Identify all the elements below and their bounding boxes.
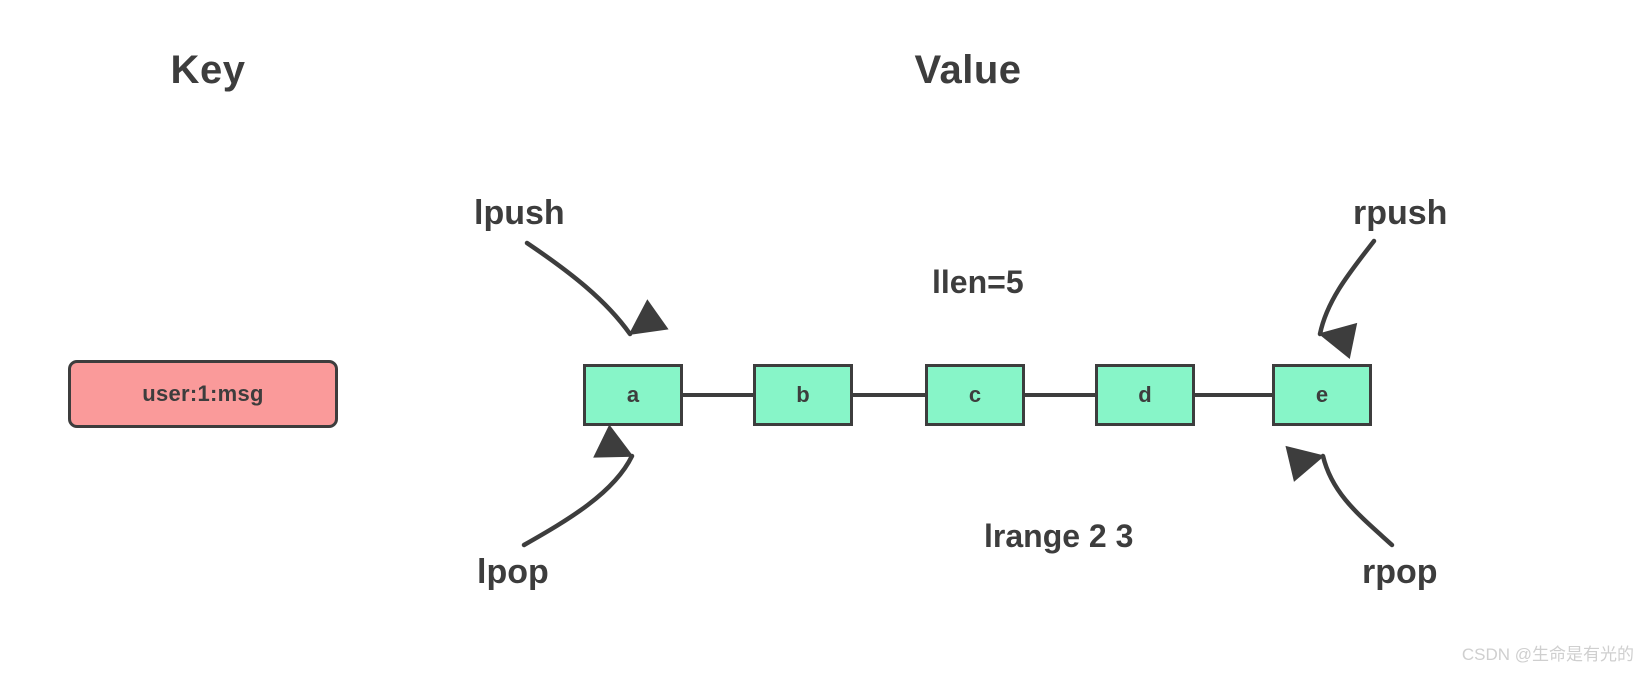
list-node-label: e <box>1315 382 1329 407</box>
list-node: a <box>583 364 683 426</box>
op-label-lpush: lpush <box>474 194 565 232</box>
op-label-rpop: rpop <box>1362 553 1438 591</box>
list-node: d <box>1095 364 1195 426</box>
list-link <box>1025 393 1095 397</box>
list-node-label: b <box>796 382 810 407</box>
list-node: c <box>925 364 1025 426</box>
list-link <box>1195 393 1272 397</box>
column-header-key: Key <box>170 48 246 92</box>
rpush-arrow <box>1317 238 1377 359</box>
list-node: e <box>1272 364 1372 426</box>
rpop-arrow <box>1285 445 1395 548</box>
op-label-lpop: lpop <box>477 553 549 591</box>
list-link <box>853 393 925 397</box>
list-node-label: d <box>1138 382 1152 407</box>
op-label-rpush: rpush <box>1353 194 1448 232</box>
lpush-arrow <box>524 240 669 337</box>
key-box-label: user:1:msg <box>142 381 264 406</box>
watermark: CSDN @生命是有光的 <box>1461 645 1634 664</box>
lpop-arrow <box>521 424 635 548</box>
list-node-label: a <box>626 382 640 407</box>
list-node-label: c <box>968 382 982 407</box>
column-header-value: Value <box>914 48 1022 92</box>
annotation-llen: llen=5 <box>932 264 1024 300</box>
list-link <box>683 393 753 397</box>
list-node: b <box>753 364 853 426</box>
key-box: user:1:msg <box>68 360 338 428</box>
annotation-lrange: lrange 2 3 <box>984 518 1134 554</box>
